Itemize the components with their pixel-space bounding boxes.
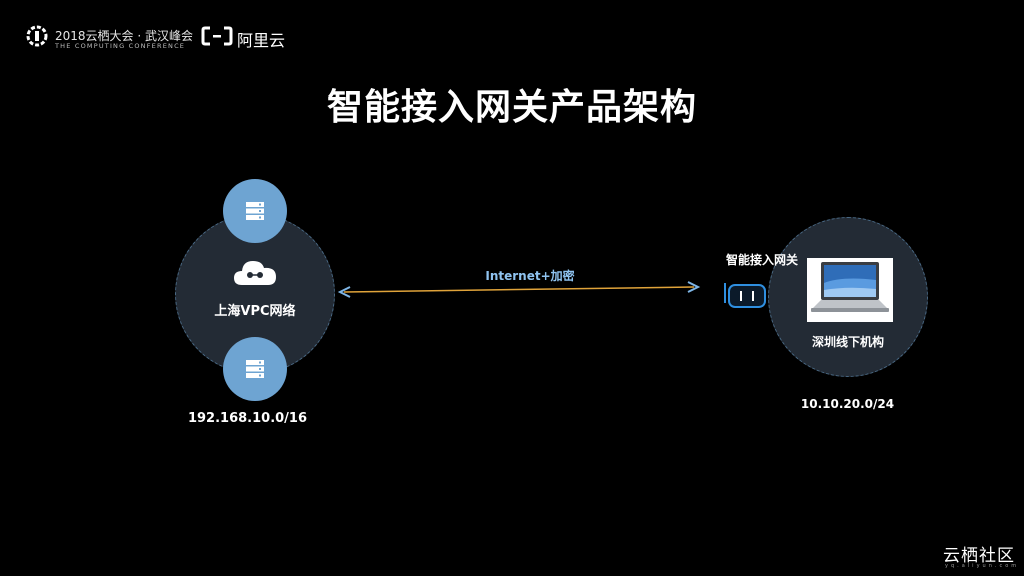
server-node-bottom	[223, 337, 287, 401]
vpc-network-label: 上海VPC网络	[214, 304, 296, 319]
gateway-label: 智能接入网关	[725, 253, 798, 267]
server-icon	[246, 360, 264, 378]
cloud-icon	[234, 261, 276, 285]
brand-name: 阿里云	[237, 31, 286, 50]
laptop-icon	[807, 258, 893, 322]
conference-subtitle: THE COMPUTING CONFERENCE	[55, 42, 186, 50]
aliyun-logo-icon	[201, 26, 233, 46]
community-logo: 云栖社区	[943, 546, 1015, 566]
office-label: 深圳线下机构	[811, 335, 884, 349]
server-node-top	[223, 179, 287, 243]
gateway-icon	[724, 283, 766, 308]
laptop-image	[807, 258, 893, 322]
vpc-cidr-label: 192.168.10.0/16	[187, 411, 308, 426]
server-icon	[246, 202, 264, 220]
community-sub: yq.aliyun.com	[945, 563, 1020, 569]
conference-title: 2018云栖大会 · 武汉峰会	[55, 29, 193, 43]
connection-label: Internet+加密	[485, 269, 575, 283]
page-title: 智能接入网关产品架构	[326, 87, 697, 128]
office-cidr-label: 10.10.20.0/24	[800, 397, 895, 411]
connection-arrow	[337, 281, 701, 298]
conference-logo-icon	[26, 25, 48, 47]
